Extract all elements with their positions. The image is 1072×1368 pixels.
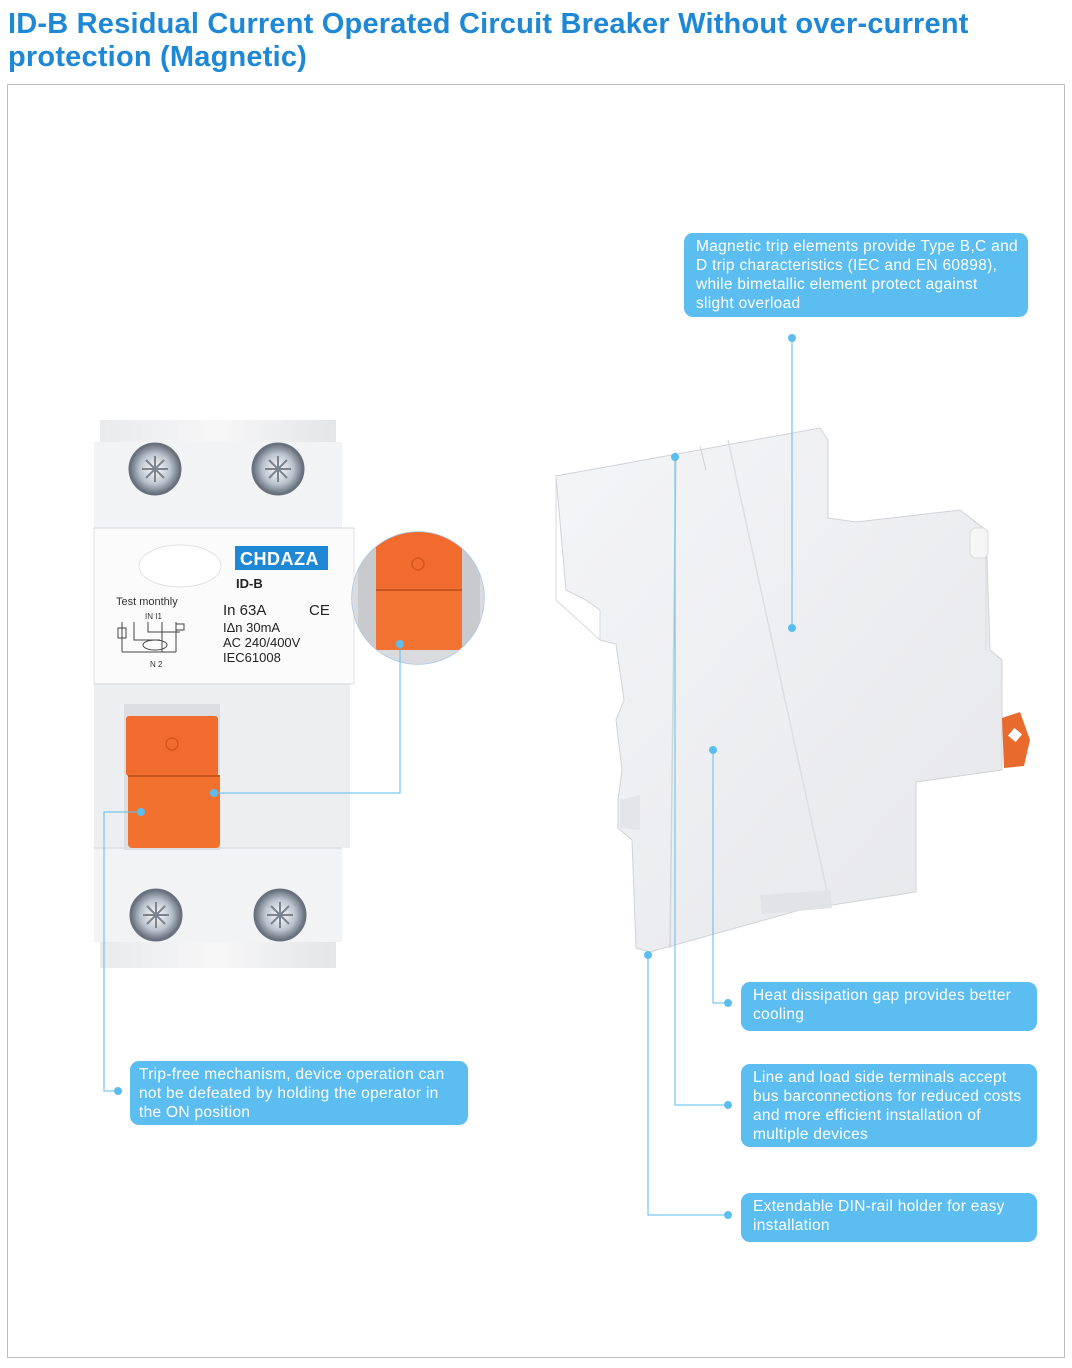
test-monthly-label: Test monthly bbox=[116, 596, 178, 608]
voltage-rating: AC 240/400V bbox=[223, 635, 301, 650]
breaker-side-view bbox=[555, 427, 1030, 953]
terminal-screw-icon bbox=[129, 888, 183, 942]
breaker-front-view: CHDAZA ID-B Test monthly In 63A CE IΔn 3… bbox=[93, 420, 355, 968]
terminal-screw-icon bbox=[128, 442, 182, 496]
handle-zoom-detail bbox=[351, 531, 485, 665]
leader-dots bbox=[114, 334, 796, 1219]
svg-text:IN I1: IN I1 bbox=[145, 612, 162, 621]
callout-trip-free: Trip-free mechanism, device operation ca… bbox=[130, 1061, 468, 1125]
side-handle-icon bbox=[1002, 712, 1030, 768]
leader-lines bbox=[103, 338, 793, 1216]
callout-heat-dissipation: Heat dissipation gap provides better coo… bbox=[741, 982, 1037, 1031]
terminal-screw-icon bbox=[251, 442, 305, 496]
callout-din-rail: Extendable DIN-rail holder for easy inst… bbox=[741, 1193, 1037, 1242]
current-rating: In 63A bbox=[223, 602, 266, 619]
operating-handle bbox=[126, 716, 220, 848]
model-label: ID-B bbox=[236, 576, 263, 591]
terminal-screw-icon bbox=[253, 888, 307, 942]
callout-bus-terminals: Line and load side terminals accept bus … bbox=[741, 1064, 1037, 1147]
standard-label: IEC61008 bbox=[223, 650, 281, 665]
brand-logo: CHDAZA bbox=[240, 549, 319, 569]
content-frame bbox=[7, 84, 1065, 1358]
ce-mark: CE bbox=[309, 602, 330, 619]
svg-text:N 2: N 2 bbox=[150, 660, 163, 669]
callout-magnetic-trip: Magnetic trip elements provide Type B,C … bbox=[684, 233, 1028, 317]
page-title: ID-B Residual Current Operated Circuit B… bbox=[8, 8, 969, 73]
residual-current-rating: IΔn 30mA bbox=[223, 620, 280, 635]
wiring-diagram-icon: IN I1 N 2 bbox=[117, 612, 185, 669]
test-button bbox=[138, 544, 222, 588]
